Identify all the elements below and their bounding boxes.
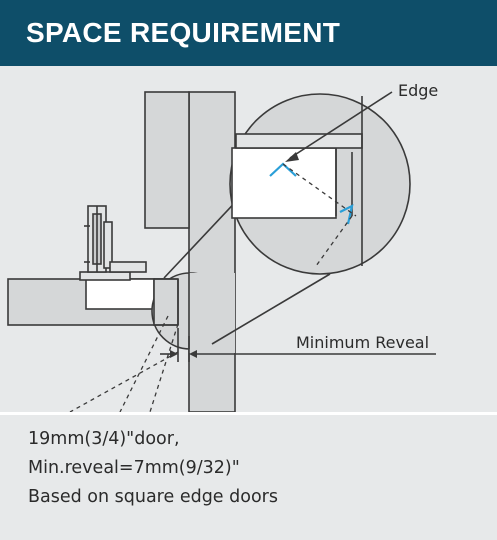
section-divider	[0, 412, 497, 415]
minimum-reveal-label: Minimum Reveal	[296, 333, 429, 352]
door-thickness-note: 19mm(3/4)"door,	[28, 429, 180, 449]
edge-label: Edge	[398, 81, 438, 100]
page-title: SPACE REQUIREMENT	[26, 17, 341, 48]
hinge-cup	[85, 278, 155, 310]
hinge-diagram: Edge Minimum Reveal	[7, 81, 438, 412]
edge-arrowhead	[285, 152, 299, 162]
edge-leader-line	[289, 91, 393, 159]
mounting-plate	[144, 91, 190, 229]
spec-notes: 19mm(3/4)"door, Min.reveal=7mm(9/32)" Ba…	[28, 425, 488, 512]
min-reveal-note: Min.reveal=7mm(9/32)"	[28, 458, 240, 478]
hinge-arm	[84, 205, 147, 273]
door-edge-note: Based on square edge doors	[28, 487, 278, 507]
cabinet-side	[188, 91, 236, 412]
magnifier-tangent-bottom	[211, 273, 331, 345]
edge-highlight-corner	[339, 203, 354, 225]
hinge-cup-lip	[79, 271, 131, 281]
door-swing-paths	[69, 163, 357, 412]
header-bar: SPACE REQUIREMENT	[0, 0, 497, 66]
